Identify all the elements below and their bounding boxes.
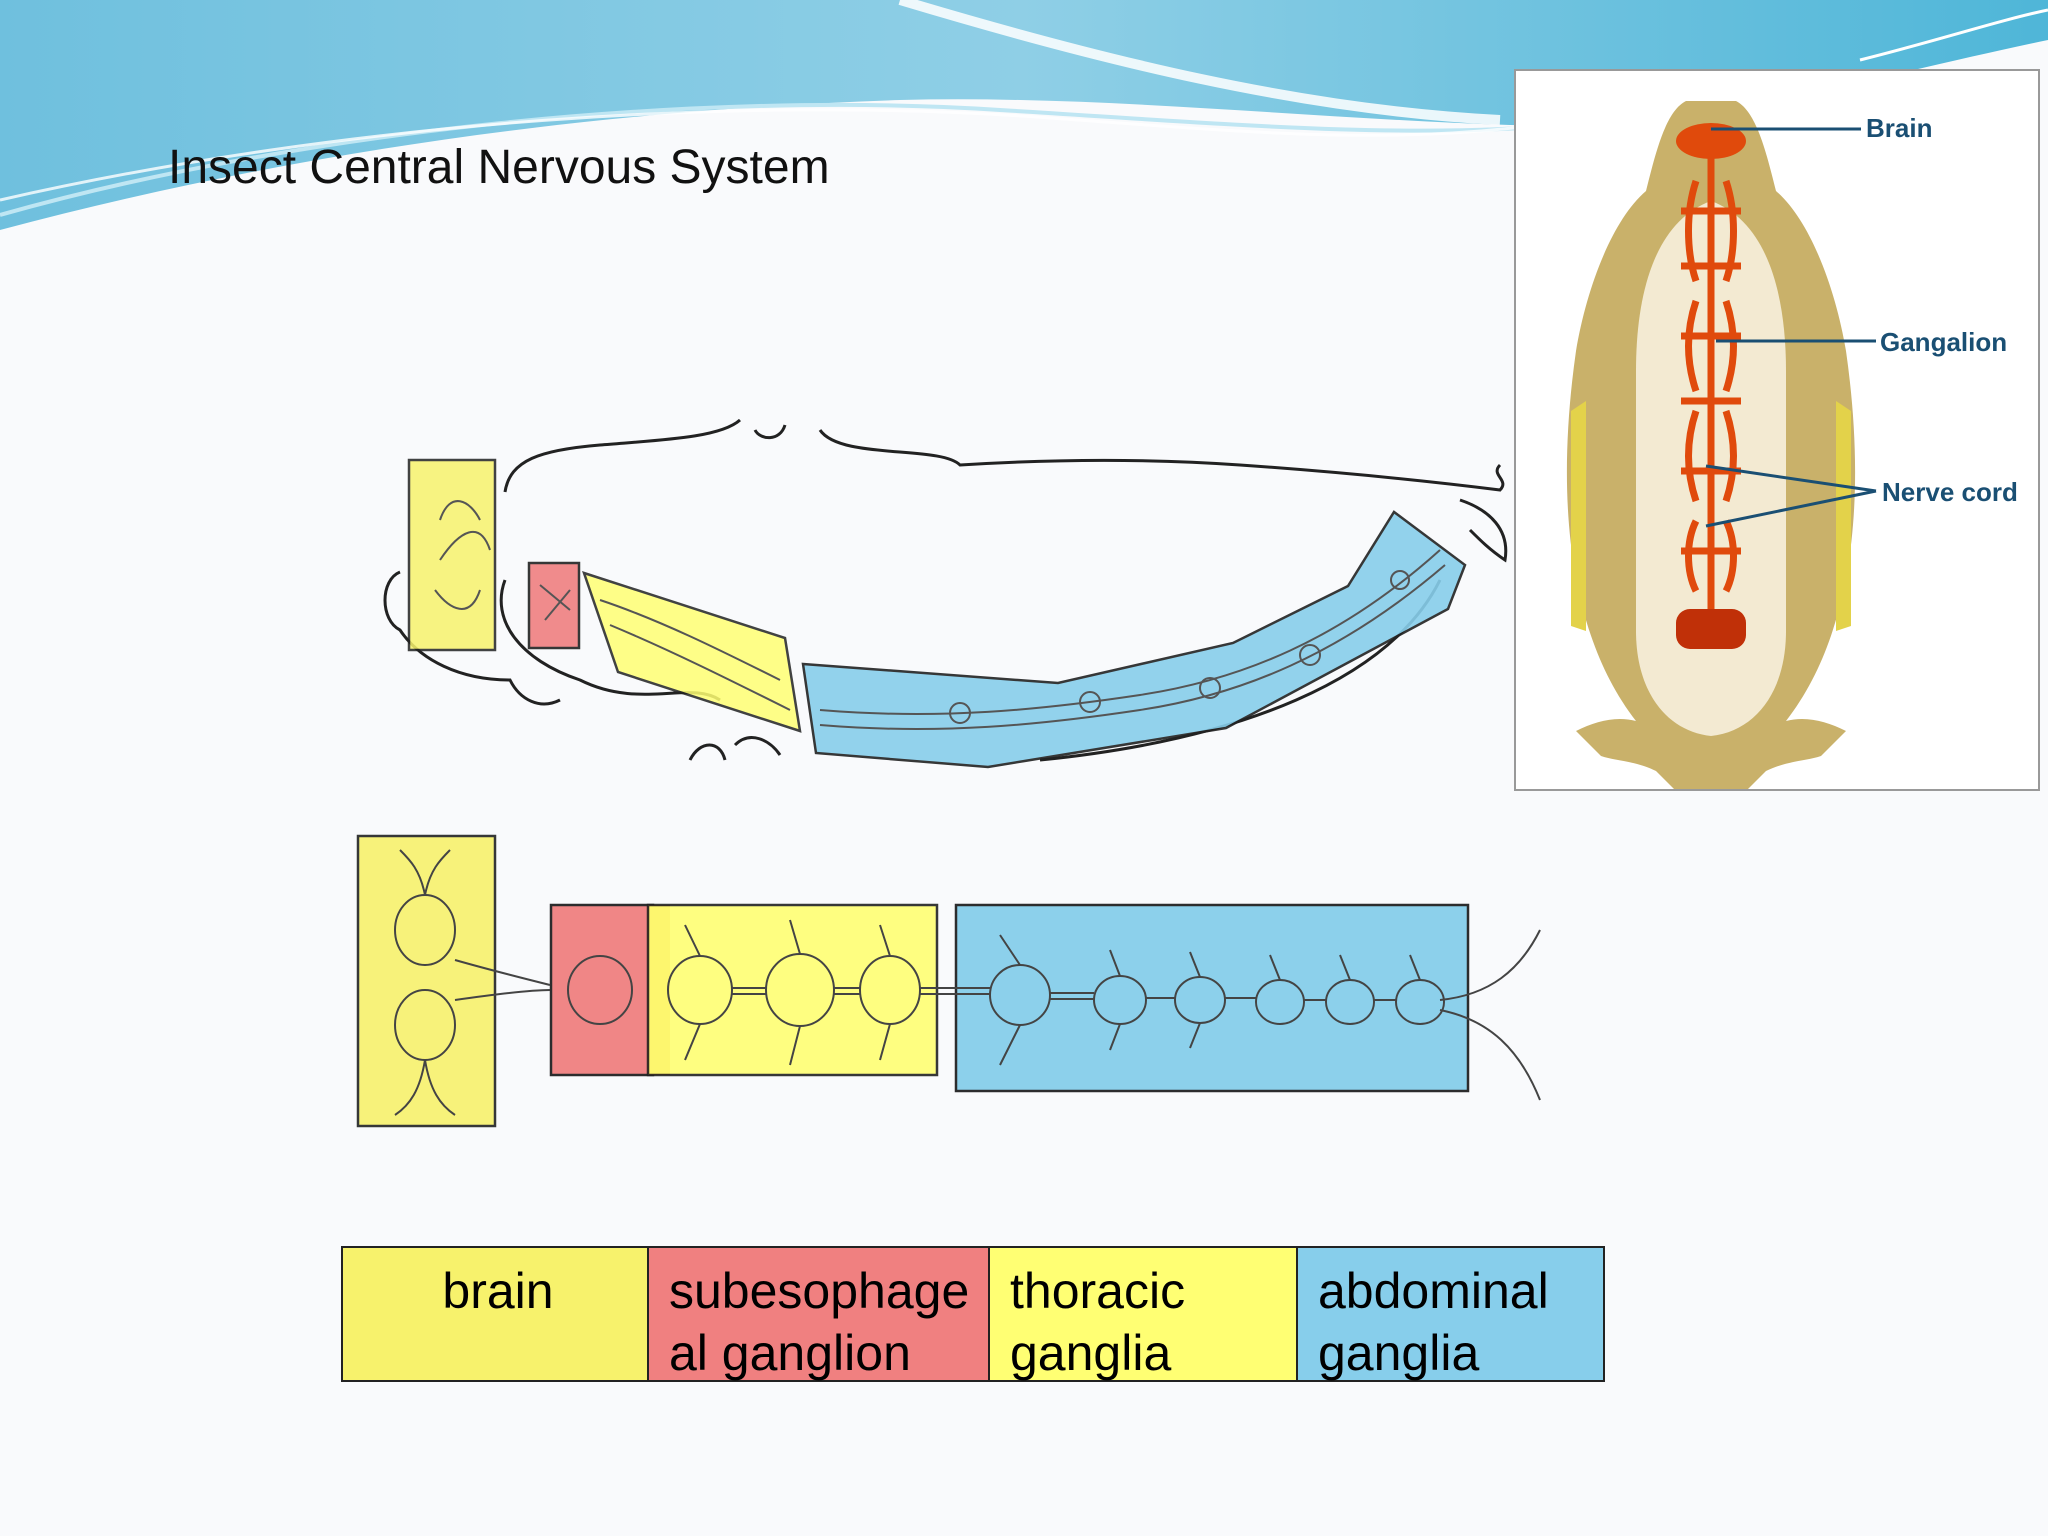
legend-thoracic-line2: ganglia (1010, 1325, 1172, 1381)
header-wave-decoration (0, 0, 2048, 230)
legend-brain: brain (343, 1248, 649, 1380)
legend-subesophageal-line2: al ganglion (669, 1325, 911, 1381)
inset-dorsal-view-panel: Brain Gangalion Nerve cord (1514, 69, 2040, 791)
legend-thoracic-ganglia: thoracic ganglia (990, 1248, 1298, 1381)
schematic-abdominal-region (954, 903, 1470, 1093)
lateral-highlight-regions (407, 458, 1467, 769)
slide-title: Insect Central Nervous System (168, 141, 830, 194)
legend-subesophageal-line1: subesophage (669, 1263, 970, 1319)
lateral-thoracic-region (582, 571, 802, 733)
legend-abdominal-ganglia: abdominal ganglia (1298, 1248, 1603, 1381)
legend-abdominal-line2: ganglia (1318, 1325, 1480, 1381)
inset-insect-illustration (1566, 101, 1877, 789)
inset-label-nerve-cord: Nerve cord (1882, 477, 2018, 507)
schematic-subesophageal-region (549, 903, 655, 1077)
inset-label-ganglion: Gangalion (1880, 327, 2008, 357)
legend-table: brain subesophage al ganglion thoracic g… (341, 1246, 1605, 1382)
lateral-abdominal-region (801, 510, 1467, 769)
legend-brain-label: brain (442, 1263, 554, 1319)
legend-subesophageal-ganglion: subesophage al ganglion (649, 1248, 990, 1381)
schematic-thoracic-region (646, 903, 939, 1077)
lateral-subesophageal-region (527, 561, 581, 650)
legend-abdominal-line1: abdominal (1318, 1263, 1549, 1319)
inset-label-brain: Brain (1866, 113, 1933, 143)
legend-thoracic-line1: thoracic (1010, 1263, 1186, 1319)
schematic-brain-region (356, 834, 497, 1128)
lateral-brain-region (407, 458, 497, 652)
nerve-cord-schematic (356, 834, 1541, 1128)
